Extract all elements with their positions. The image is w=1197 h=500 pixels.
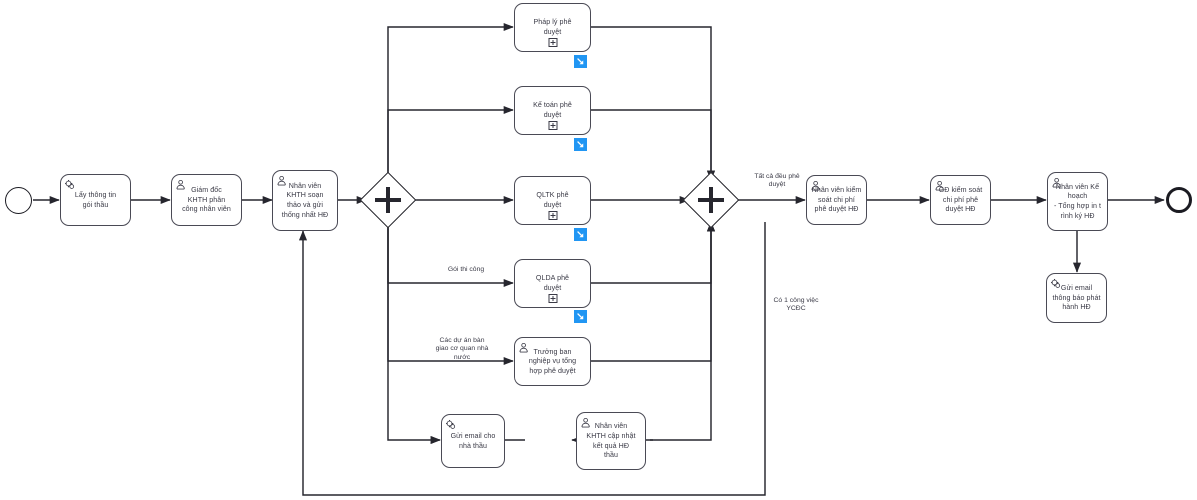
edge-label-cac-du-an-ban-giao: Các dự án bàn giao cơ quan nhà nước (435, 337, 489, 361)
drilldown-badge[interactable] (574, 228, 587, 241)
task-label: Nhân viên KHTH soạn thảo và gửi thống nh… (281, 181, 329, 219)
start-event[interactable] (5, 187, 32, 214)
task-nhan-vien-ke-hoach-tong-hop[interactable]: Nhân viên Kế hoạch - Tổng hợp in t rình … (1047, 172, 1108, 231)
task-label: Nhân viên kiểm soát chi phí phê duyệt HĐ (811, 186, 862, 214)
task-label: Nhân viên KHTH cập nhật kết quả HĐ thầu (586, 422, 636, 460)
end-event[interactable] (1166, 187, 1192, 213)
subprocess-phap-ly-phe-duyet[interactable]: Pháp lý phê duyệt (514, 3, 591, 52)
drilldown-badge[interactable] (574, 310, 587, 323)
user-task-icon (580, 416, 592, 428)
task-label: Giám đốc KHTH phân công nhân viên (182, 186, 231, 214)
expand-subprocess-icon[interactable] (548, 38, 557, 47)
user-task-icon (934, 179, 946, 191)
task-label: Gửi email thông báo phát hành HĐ (1052, 284, 1101, 312)
task-label: Pháp lý phê duyệt (533, 17, 572, 36)
parallel-plus-icon (691, 180, 731, 220)
edge-label-tat-ca-deu-phe-duyet: Tất cả đều phê duyệt (754, 173, 800, 189)
subprocess-ke-toan-phe-duyet[interactable]: Kế toán phê duyệt (514, 86, 591, 135)
task-gd-kiem-soat-chi-phi[interactable]: GĐ kiểm soát chi phí phê duyệt HĐ (930, 175, 991, 225)
drilldown-badge[interactable] (574, 55, 587, 68)
task-gui-email-thong-bao-phat-hanh[interactable]: Gửi email thông báo phát hành HĐ (1046, 273, 1107, 323)
task-label: Nhân viên Kế hoạch - Tổng hợp in t rình … (1053, 182, 1102, 220)
edge-label-co-1-cong-viec-ycdc: Có 1 công việc YCĐC (773, 297, 819, 313)
task-lay-thong-tin-goi-thau[interactable]: Lấy thông tin gói thầu (60, 174, 131, 226)
expand-subprocess-icon[interactable] (548, 121, 557, 130)
user-task-icon (1051, 176, 1063, 188)
parallel-gateway-join[interactable] (682, 171, 740, 229)
subprocess-qlda-phe-duyet[interactable]: QLDA phê duyệt (514, 259, 591, 308)
service-gears-icon (445, 418, 457, 430)
task-truong-ban-nghiep-vu-tong-hop[interactable]: Trưởng ban nghiệp vụ tổng hợp phê duyệt (514, 337, 591, 386)
edge-label-goi-thi-cong: Gói thi công (447, 266, 485, 273)
task-label: Trưởng ban nghiệp vụ tổng hợp phê duyệt (528, 347, 577, 375)
service-gears-icon (64, 178, 76, 190)
user-task-icon (276, 174, 288, 186)
task-label: Kế toán phê duyệt (533, 100, 572, 119)
user-task-icon (175, 178, 187, 190)
task-giam-doc-khth-phan-cong[interactable]: Giám đốc KHTH phân công nhân viên (171, 174, 242, 226)
parallel-plus-icon (368, 180, 408, 220)
expand-subprocess-icon[interactable] (548, 211, 557, 220)
subprocess-qltk-phe-duyet[interactable]: QLTK phê duyệt (514, 176, 591, 225)
user-task-icon (518, 341, 530, 353)
task-label: GĐ kiểm soát chi phí phê duyệt HĐ (938, 186, 983, 214)
task-label: Gửi email cho nhà thầu (450, 431, 496, 450)
drilldown-badge[interactable] (574, 138, 587, 151)
user-task-icon (810, 179, 822, 191)
task-gui-email-cho-nha-thau[interactable]: Gửi email cho nhà thầu (441, 414, 505, 468)
expand-subprocess-icon[interactable] (548, 294, 557, 303)
task-nhan-vien-kiem-soat-chi-phi[interactable]: Nhân viên kiểm soát chi phí phê duyệt HĐ (806, 175, 867, 225)
parallel-gateway-split[interactable] (359, 171, 417, 229)
task-label: QLTK phê duyệt (536, 190, 569, 209)
task-label: QLDA phê duyệt (535, 273, 570, 292)
task-nhan-vien-khth-cap-nhat-ket-qua[interactable]: Nhân viên KHTH cập nhật kết quả HĐ thầu (576, 412, 646, 470)
service-gears-icon (1050, 277, 1062, 289)
task-label: Lấy thông tin gói thầu (74, 190, 117, 209)
task-nhan-vien-khth-soan-thao[interactable]: Nhân viên KHTH soạn thảo và gửi thống nh… (272, 170, 338, 231)
